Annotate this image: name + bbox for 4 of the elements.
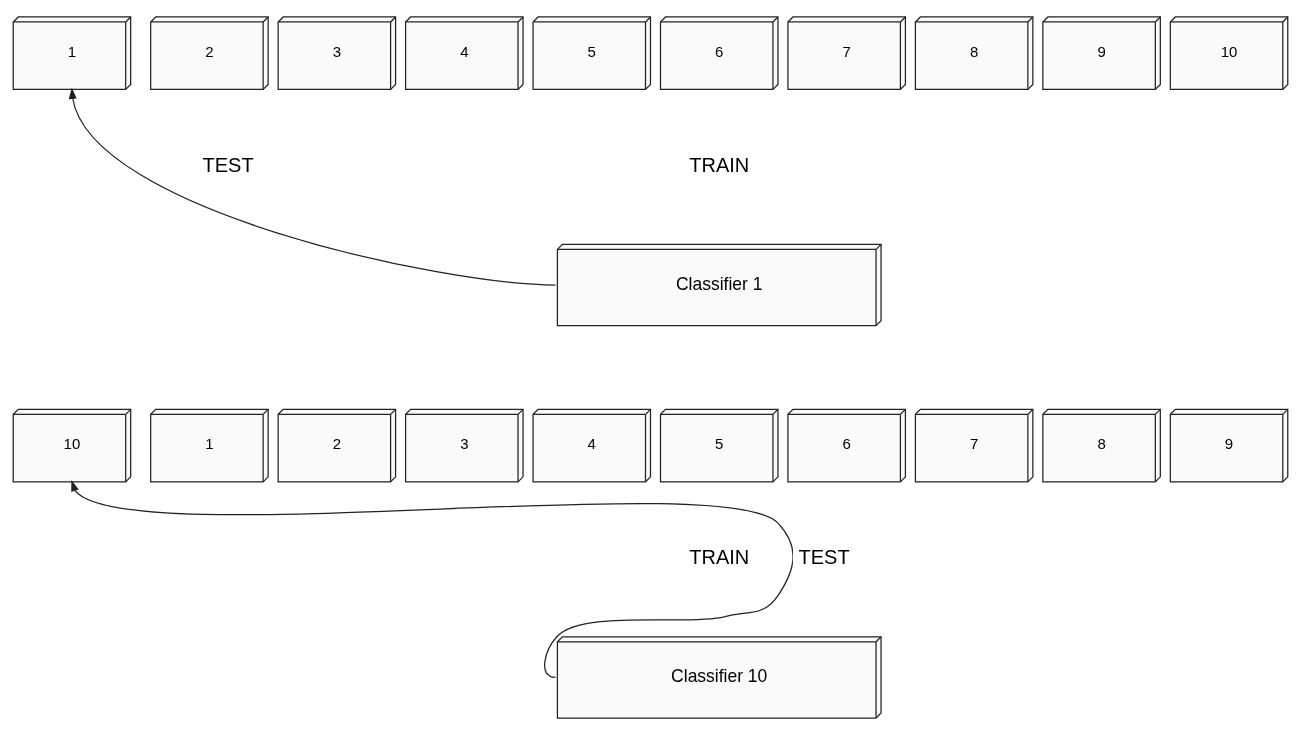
edge-label: TEST xyxy=(798,546,850,569)
label: TRAIN xyxy=(689,153,750,176)
label: TRAIN xyxy=(689,546,750,569)
edge-label: TEST xyxy=(202,153,254,176)
